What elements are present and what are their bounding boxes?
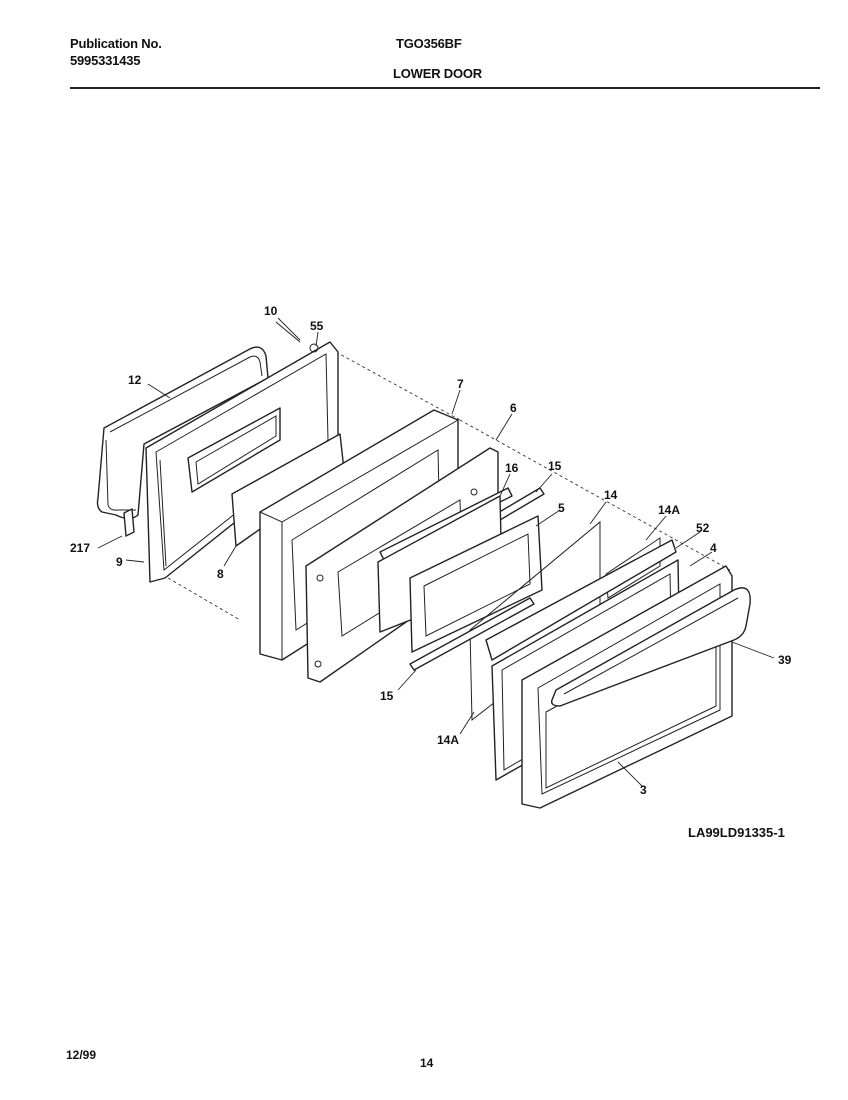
part-52-frame [485, 539, 677, 661]
callout-4: 4 [710, 541, 717, 555]
callout-7: 7 [457, 377, 464, 391]
drawing-code: LA99LD91335-1 [688, 825, 785, 840]
part-15-trim-bottom [409, 597, 535, 671]
callout-39: 39 [778, 653, 792, 667]
page-number: 14 [420, 1056, 434, 1070]
callout-217: 217 [70, 541, 90, 555]
leader-lines [97, 317, 775, 787]
callout-15-top: 15 [548, 459, 562, 473]
callout-5: 5 [558, 501, 565, 515]
callout-14a-bottom: 14A [437, 733, 459, 747]
callout-labels: 10 55 12 7 6 16 15 14 5 14A 52 4 39 217 … [70, 304, 792, 797]
model-number: TGO356BF [396, 36, 462, 51]
callout-14: 14 [604, 488, 618, 502]
callout-55: 55 [310, 319, 324, 333]
inner-door-liner [145, 321, 339, 583]
part-5-window-glass [409, 515, 543, 653]
part-39-door-handle [550, 587, 751, 707]
callout-15-bottom: 15 [380, 689, 394, 703]
callout-9: 9 [116, 555, 123, 569]
publication-number: 5995331435 [70, 53, 141, 68]
section-title: LOWER DOOR [393, 66, 482, 81]
revision-date: 12/99 [66, 1048, 97, 1062]
callout-6: 6 [510, 401, 517, 415]
part-16-channel [379, 487, 513, 561]
callout-16: 16 [505, 461, 519, 475]
part-9-hinge-bracket [123, 508, 135, 537]
alignment-lines [162, 351, 731, 621]
callout-3: 3 [640, 783, 647, 797]
callout-8: 8 [217, 567, 224, 581]
callout-10: 10 [264, 304, 278, 318]
publication-label: Publication No. [70, 36, 162, 51]
header-rule [70, 87, 820, 89]
callout-14a-top: 14A [658, 503, 680, 517]
callout-52: 52 [696, 521, 710, 535]
callout-12: 12 [128, 373, 142, 387]
